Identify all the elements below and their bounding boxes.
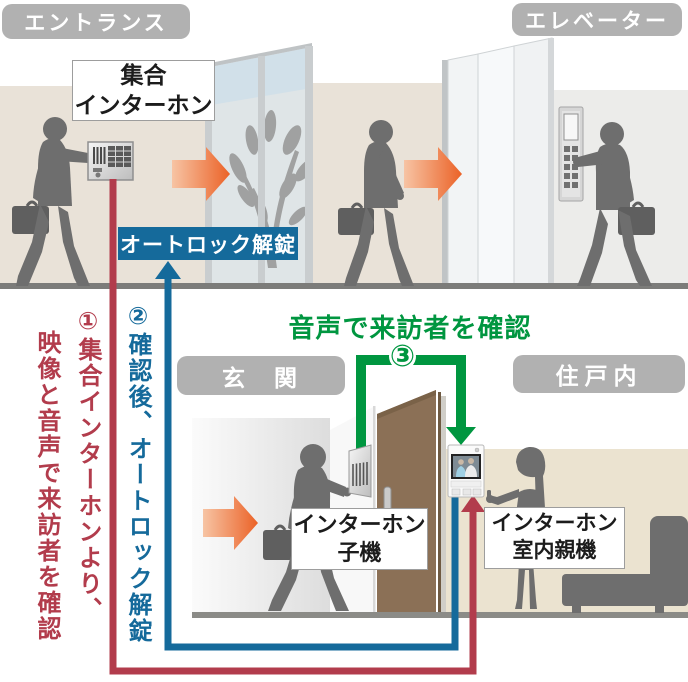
autolock-unlock-label: オートロック解錠 [118,227,298,260]
resident-silhouette-elevator [573,122,655,286]
elevator-call-panel [558,106,584,202]
step2-unlock-line [164,278,459,651]
step2-text: ②確認後、オートロック解錠 [124,302,151,644]
visitor-silhouette-entrance [12,117,93,286]
door-intercom-device [348,444,372,498]
step2-arrowhead-icon [155,261,181,279]
step3-arrowhead-icon [446,427,476,445]
direction-arrow-entrance [172,147,230,201]
genkan-area-label: 玄 関 [177,356,345,395]
elevator-area-label: エレベーター [512,3,682,36]
signal-lines [109,179,485,675]
unit-door [377,390,446,614]
direction-arrow-elevator [404,147,462,201]
elevator-doors [442,37,554,288]
collective-intercom-label: 集合 インターホン [72,60,215,121]
genkan-area-label-text: 玄 関 [222,364,300,391]
sofa-silhouette [562,516,688,613]
direction-arrow-unit [203,496,258,550]
resident-silhouette-walking [338,120,414,286]
indoor-unit-label: インターホン 室内親機 [484,507,625,569]
door-unit-label: インターホン 子機 [291,508,428,570]
step3-title: 音声で来訪者を確認 [288,312,532,343]
unit-scene [192,390,688,618]
entrance-area-label: エントランス [2,4,190,39]
step1-video-line [109,179,477,675]
unit-interior-area-label: 住戸内 [513,355,685,393]
step1-arrowhead-icon [461,495,485,512]
bottom-ground [192,612,688,618]
entrance-area-label-text: エントランス [24,11,168,35]
elevator-area-label-text: エレベーター [525,9,669,33]
unit-interior-area-label-text: 住戸内 [555,363,643,389]
step3-badge: ③ [389,340,416,373]
step1-text-column1: ①集合インターホンより、 [74,307,101,623]
step1-text-column2: 映像と音声で来訪者を確認 [33,330,60,642]
indoor-monitor-device [447,444,485,498]
collective-intercom-device [87,141,134,181]
